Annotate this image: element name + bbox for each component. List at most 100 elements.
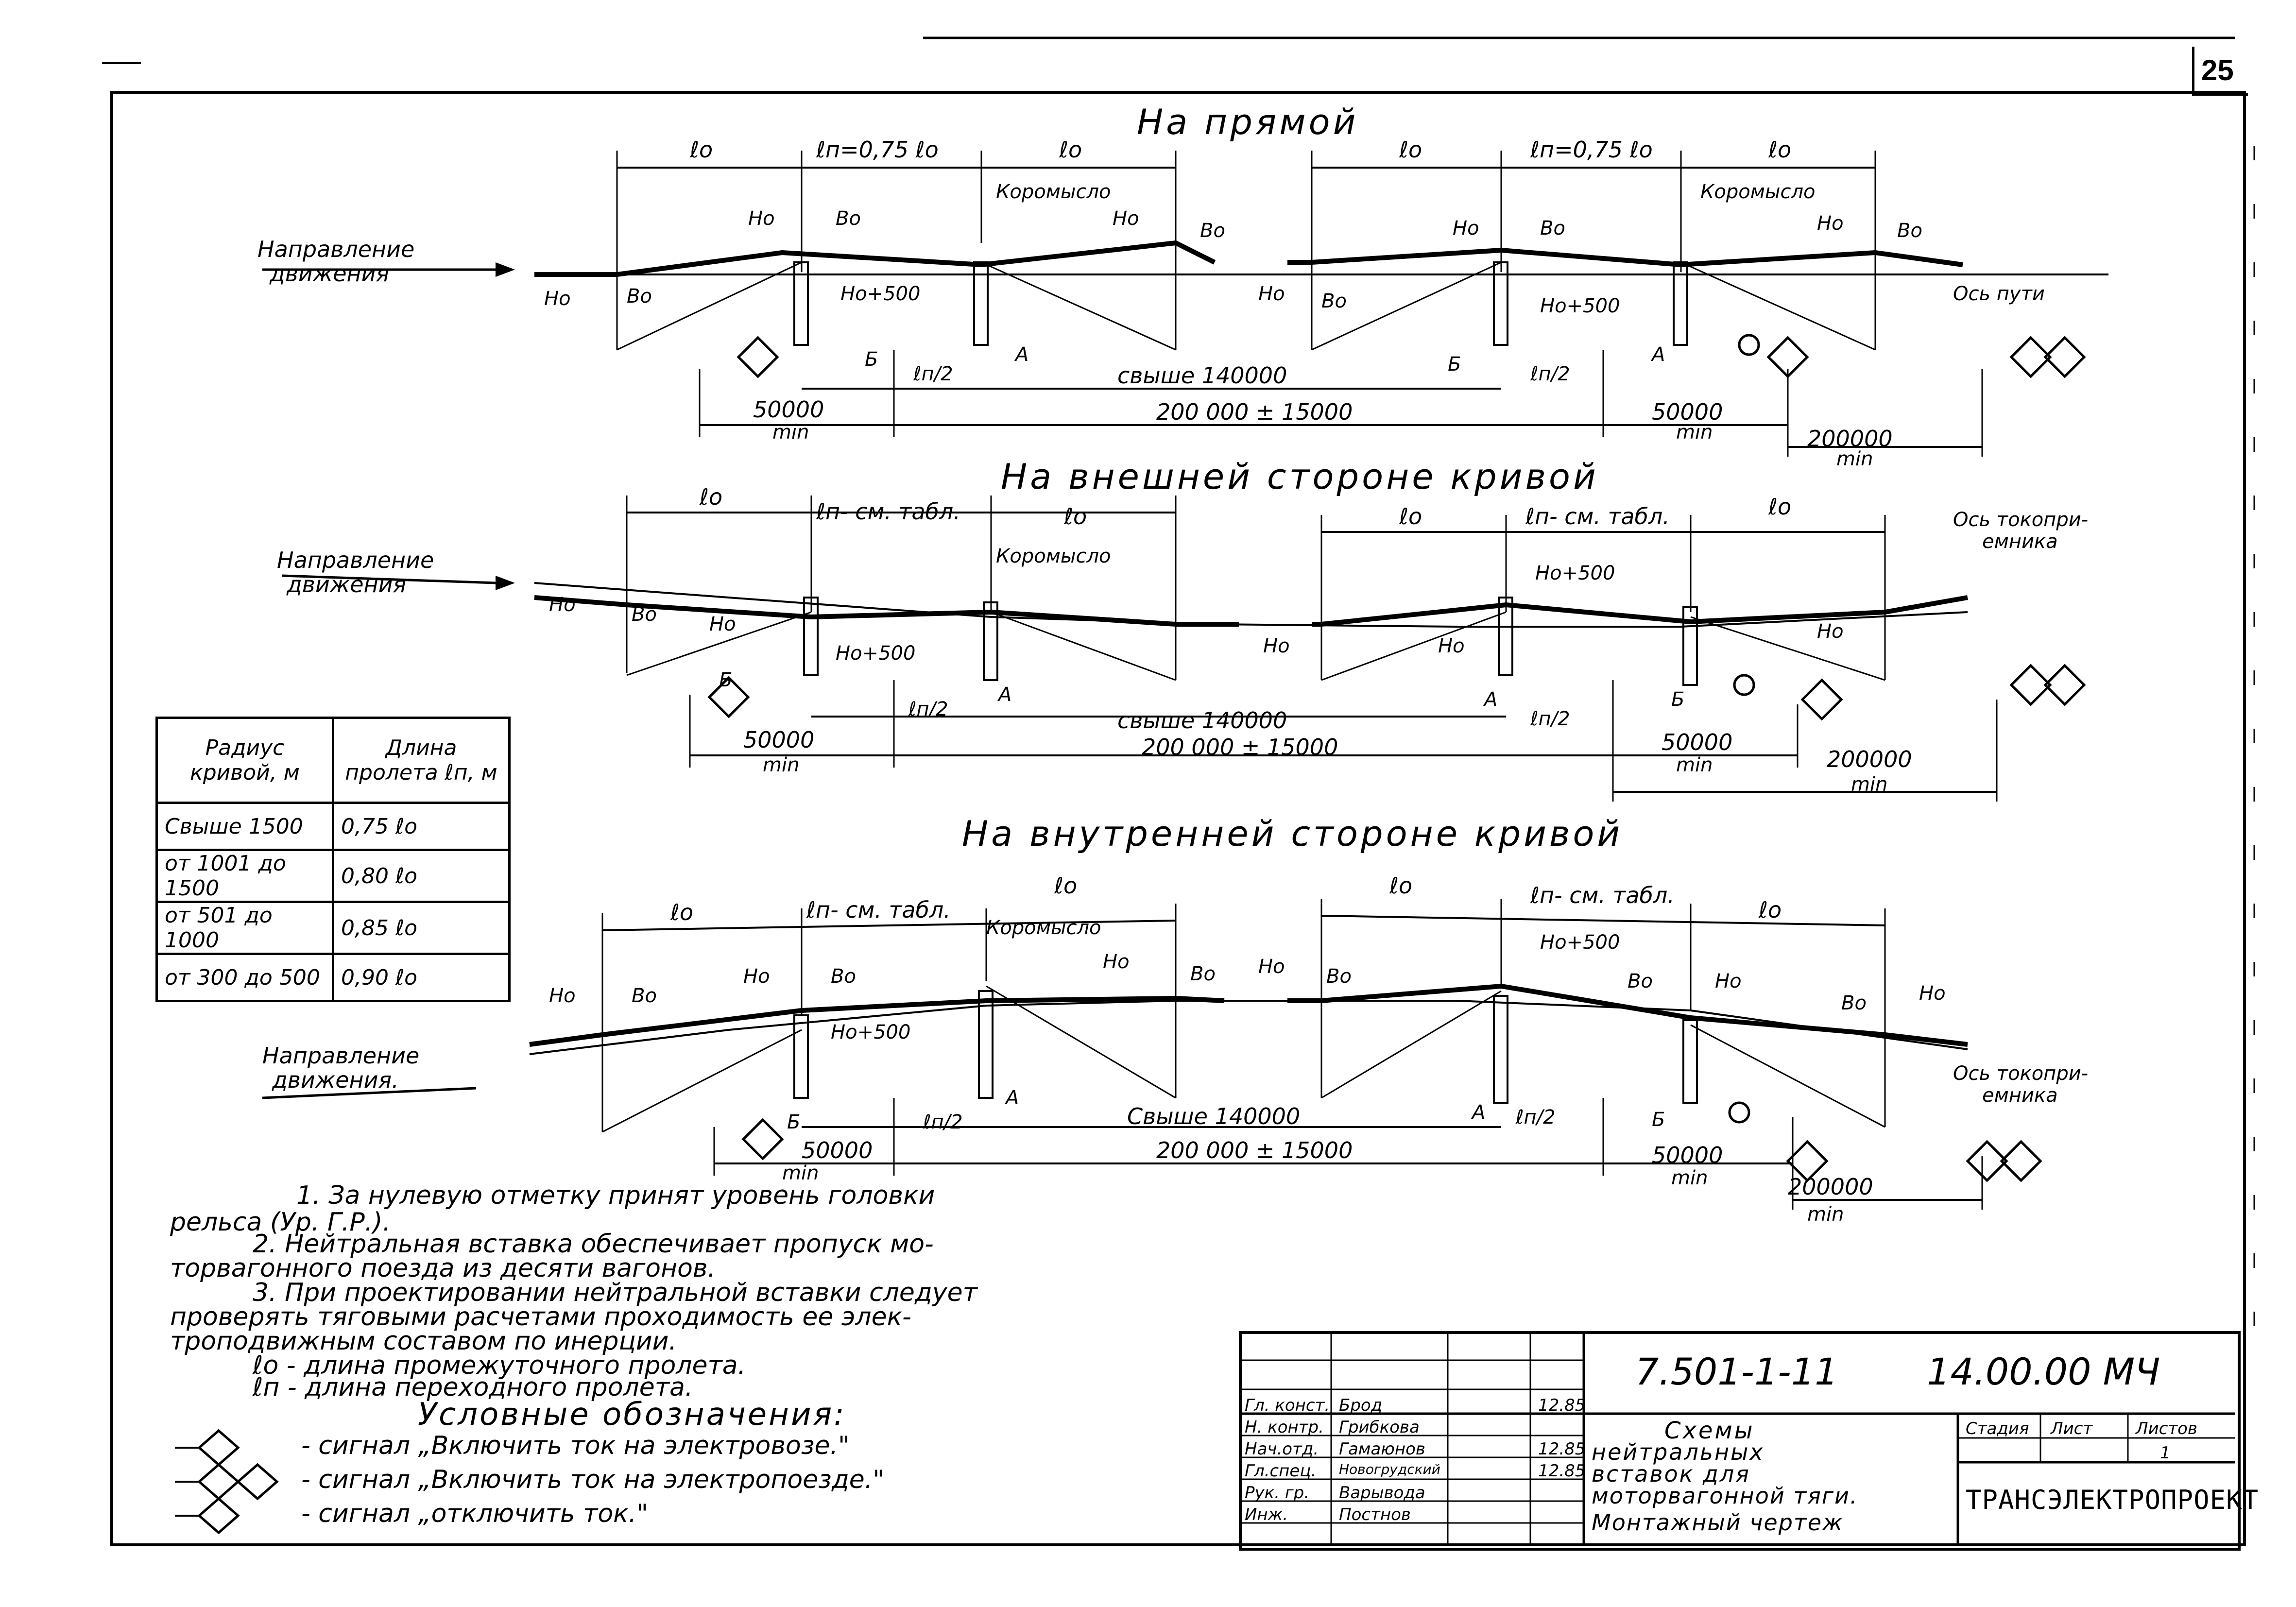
pole-b-label: Б (1671, 688, 1685, 711)
range-distance: 200 000 ± 15000 (1156, 399, 1353, 425)
span-label: ℓо (1059, 137, 1082, 163)
stamp-name: Варывода (1339, 1483, 1425, 1503)
stamp-title-line: моторвагонной тяги. (1592, 1483, 1858, 1509)
bo-label: Во (1540, 217, 1565, 239)
ho-label: Но (1817, 620, 1844, 643)
min-label: min (1676, 754, 1713, 776)
table-cell: 0,85 ℓо (332, 901, 511, 955)
bo-label: Во (1628, 970, 1653, 992)
half-span-label: ℓп/2 (1516, 1106, 1556, 1128)
bo-label: Во (836, 207, 861, 230)
min-label: min (772, 421, 809, 444)
table-cell: 0,90 ℓо (332, 953, 511, 1002)
transition-label: ℓп- см. табл. (806, 897, 951, 923)
stamp-role: Гл.спец. (1245, 1461, 1317, 1481)
pole-a-label: А (1006, 1087, 1019, 1109)
direction-label-3b: движения. (272, 1067, 399, 1093)
ho-label: Но (1438, 635, 1465, 657)
ho-label: Но (544, 288, 571, 310)
half-span-label: ℓп/2 (908, 698, 948, 720)
range-distance: 200 000 ± 15000 (1142, 734, 1338, 760)
direction-label-3a: Направление (262, 1043, 420, 1069)
stamp-col-sheet: Лист (2051, 1419, 2093, 1438)
min-distance-200000: 200000 (1827, 746, 1912, 772)
pole-a-label: А (1484, 688, 1498, 711)
stamp-title-line: Схемы (1664, 1417, 1755, 1444)
min-distance-50000: 50000 (753, 396, 824, 423)
stamp-role: Гл. конст. (1245, 1396, 1330, 1415)
stamp-name: Новогрудский (1339, 1461, 1440, 1477)
span-label: ℓо (690, 137, 713, 163)
transition-label: ℓп- см. табл. (816, 498, 960, 525)
over-distance-label: свыше 140000 (1117, 362, 1287, 389)
stamp-date: 12.85 (1538, 1461, 1586, 1481)
stamp-name: Постнов (1339, 1505, 1411, 1524)
min-distance-200000: 200000 (1788, 1174, 1873, 1200)
rocker-label: Коромысло (1700, 181, 1816, 203)
ho500-label: Но+500 (1540, 931, 1620, 954)
pole-b-label: Б (865, 348, 878, 371)
ho-label: Но (1919, 982, 1946, 1005)
legend-item: - сигнал „Включить ток на электровозе." (301, 1431, 850, 1460)
section-title-straight: На прямой (1137, 102, 1359, 142)
ho-label: Но (1258, 956, 1285, 978)
section-straight-drawing (262, 151, 2108, 457)
ho500-label: Но+500 (1540, 295, 1620, 317)
ho-label: Но (743, 965, 770, 988)
pole-b-label: Б (1652, 1109, 1665, 1131)
axis-label-b: емника (1982, 1084, 2058, 1107)
axis-label-a: Ось токопри- (1953, 1062, 2089, 1085)
min-distance-50000: 50000 (802, 1137, 873, 1163)
stamp-col-sheets: Листов (2136, 1419, 2198, 1438)
bo-label: Во (1897, 220, 1922, 242)
table-cell: от 1001 до 1500 (155, 849, 334, 903)
min-label: min (1676, 421, 1713, 444)
span-length-header: Длина пролета ℓп, м (332, 717, 511, 804)
half-span-label: ℓп/2 (1530, 363, 1570, 385)
pole-a-label: А (1015, 343, 1029, 366)
table-cell: 0,75 ℓо (332, 802, 511, 851)
rocker-label: Коромысло (986, 917, 1101, 939)
stamp-col-stage: Стадия (1966, 1419, 2029, 1438)
pole-b-label: Б (719, 669, 733, 691)
transition-label: ℓп- см. табл. (1530, 882, 1675, 908)
span-label: ℓо (670, 899, 694, 925)
span-label: ℓо (1064, 503, 1087, 530)
stamp-date: 12.85 (1538, 1396, 1586, 1415)
pole-b-label: Б (1448, 353, 1461, 376)
note-line: троподвижным составом по инерции. (170, 1327, 677, 1356)
pole-a-label: А (1652, 343, 1665, 366)
stamp-title-line: нейтральных (1592, 1439, 1765, 1465)
note-line: 1. За нулевую отметку принят уровень гол… (296, 1181, 935, 1210)
note-line: торвагонного поезда из десяти вагонов. (170, 1254, 716, 1283)
bo-label: Во (831, 965, 856, 988)
ho-label: Но (748, 207, 775, 230)
min-label: min (782, 1162, 819, 1184)
table-row: от 501 до 1000 0,85 ℓо (155, 901, 511, 955)
rocker-label: Коромысло (996, 545, 1111, 567)
axis-label-b: емника (1982, 530, 2058, 553)
section-title-outer: На внешней стороне кривой (1001, 456, 1599, 497)
table-cell: 0,80 ℓо (332, 849, 511, 903)
legend-signals (175, 1429, 279, 1535)
stamp-sheet-value: 1 (2160, 1443, 2171, 1463)
page-number: 25 (2201, 54, 2234, 86)
note-line: проверять тяговыми расчетами проходимост… (170, 1302, 911, 1332)
axis-label-a: Ось токопри- (1953, 509, 2089, 531)
min-distance-200000: 200000 (1807, 426, 1893, 452)
half-span-label: ℓп/2 (913, 363, 953, 385)
half-span-label: ℓп/2 (1530, 708, 1570, 730)
table-cell: от 501 до 1000 (155, 901, 334, 955)
bo-label: Во (1200, 220, 1225, 242)
stamp-role: Инж. (1245, 1505, 1288, 1524)
min-distance-50000: 50000 (1652, 399, 1723, 425)
transition-label: ℓп- см. табл. (1525, 503, 1670, 530)
ho-label: Но (1113, 207, 1139, 230)
ho-label: Но (709, 613, 736, 635)
stamp-name: Гамаюнов (1339, 1439, 1425, 1459)
ho-label: Но (1263, 635, 1290, 657)
pole-b-label: Б (787, 1111, 801, 1133)
stamp-grid (1239, 1331, 2235, 1545)
span-label: ℓо (1389, 872, 1413, 899)
